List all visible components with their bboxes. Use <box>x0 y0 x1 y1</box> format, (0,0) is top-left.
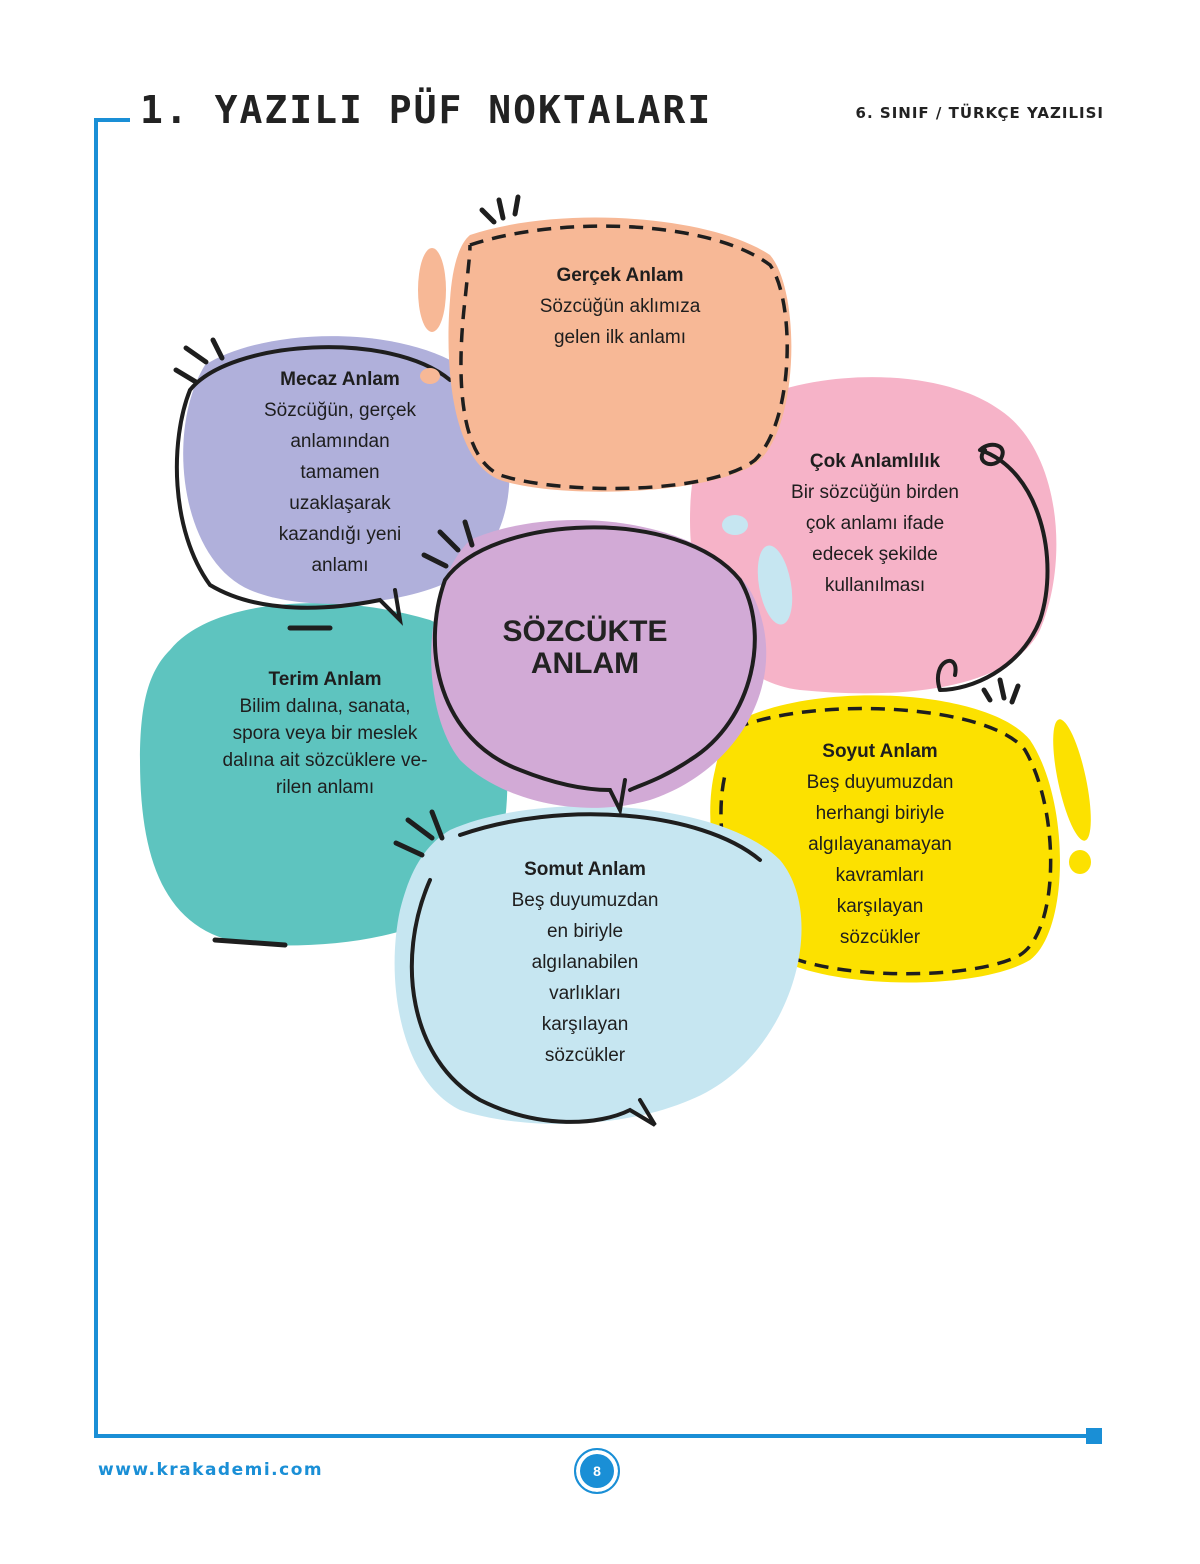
bubble-line: algılayanamayan <box>808 834 952 855</box>
bubble-outline-cok <box>936 442 1050 692</box>
bubble-soyut: Soyut Anlam Beş duyumuzdan herhangi biri… <box>770 736 990 953</box>
bubble-outline-somut <box>409 812 762 1127</box>
bubble-shape-center <box>431 520 767 808</box>
bubble-title: Terim Anlam <box>268 669 382 690</box>
decor-drop-cok <box>757 545 793 625</box>
bubble-shape-mecaz <box>183 336 510 604</box>
bubble-line: karşılayan <box>541 1014 629 1035</box>
bubble-line: karşılayan <box>836 896 924 917</box>
decor-strokes <box>173 194 1021 948</box>
bubble-somut: Somut Anlam Beş duyumuzdan en biriyle al… <box>475 854 695 1071</box>
bubble-line: Bir sözcüğün birden <box>791 482 959 503</box>
bubble-terim: Terim Anlam Bilim dalına, sanata, spora … <box>195 666 455 801</box>
bubble-line: spora veya bir meslek <box>232 723 418 744</box>
bubble-line: kazandığı yeni <box>278 524 402 545</box>
bubble-outline-mecaz <box>174 345 452 626</box>
bubble-line: Sözcüğün aklımıza <box>539 296 701 317</box>
page-number-badge: 8 <box>574 1448 620 1494</box>
decor-drop-cok-small <box>722 515 748 535</box>
bubble-line: Beş duyumuzdan <box>511 890 659 911</box>
frame-bottom-line <box>94 1434 1094 1438</box>
bubble-line: kullanılması <box>824 575 926 596</box>
center-label-line: SÖZCÜKTE <box>502 615 668 648</box>
decor-drop-soyut-small <box>1069 850 1091 874</box>
frame-left-line <box>94 118 98 1438</box>
bubble-line: Beş duyumuzdan <box>806 772 954 793</box>
bubble-line: herhangi biriyle <box>815 803 945 824</box>
bubble-line: gelen ilk anlamı <box>553 327 687 348</box>
bubble-line: edecek şekilde <box>812 544 938 565</box>
bubble-line: çok anlamı ifade <box>805 513 945 534</box>
bubble-shape-terim <box>140 603 508 946</box>
bubble-shape-somut <box>394 806 802 1124</box>
bubble-outline-gercek <box>459 224 789 491</box>
bubble-line: anlamı <box>311 555 369 576</box>
decor-drop-soyut <box>1053 719 1091 841</box>
subject-label: 6. SINIF / TÜRKÇE YAZILISI <box>855 104 1104 122</box>
frame-corner-square <box>1086 1428 1102 1444</box>
bubble-line: kavramları <box>835 865 925 886</box>
decor-drop-gercek <box>418 248 446 332</box>
bubble-title: Gerçek Anlam <box>556 265 684 286</box>
website-link[interactable]: www.krakademi.com <box>98 1460 324 1480</box>
bubble-gercek: Gerçek Anlam Sözcüğün aklımıza gelen ilk… <box>500 260 740 353</box>
bubble-mecaz: Mecaz Anlam Sözcüğün, gerçek anlamından … <box>230 364 450 581</box>
bubble-line: anlamından <box>290 431 390 452</box>
bubble-line: rilen anlamı <box>275 777 375 798</box>
bubble-line: Sözcüğün, gerçek <box>263 400 417 421</box>
center-label-line: ANLAM <box>530 647 640 680</box>
bubble-title: Mecaz Anlam <box>280 369 400 390</box>
bubble-title: Soyut Anlam <box>822 741 938 762</box>
bubble-line: varlıkları <box>549 983 621 1004</box>
bubble-outline-center <box>432 525 757 817</box>
bubble-line: algılanabilen <box>531 952 639 973</box>
bubble-cok-anlamlilik: Çok Anlamlılık Bir sözcüğün birden çok a… <box>755 446 995 601</box>
bubble-shape-gercek <box>448 217 792 492</box>
bubble-line: tamamen <box>300 462 380 483</box>
bubble-title: Somut Anlam <box>524 859 646 880</box>
frame-top-line <box>94 118 130 122</box>
bubble-line: sözcükler <box>839 927 921 948</box>
bubble-line: Bilim dalına, sanata, <box>239 696 411 717</box>
bubble-line: dalına ait sözcüklere ve- <box>222 750 428 771</box>
bubble-title: Çok Anlamlılık <box>809 451 941 472</box>
decor-drop-gercek-small <box>420 368 440 384</box>
bubble-line: en biriyle <box>546 921 624 942</box>
bubble-line: uzaklaşarak <box>289 493 391 514</box>
page-title: 1. YAZILI PÜF NOKTALARI <box>140 88 713 132</box>
bubble-line: sözcükler <box>544 1045 626 1066</box>
